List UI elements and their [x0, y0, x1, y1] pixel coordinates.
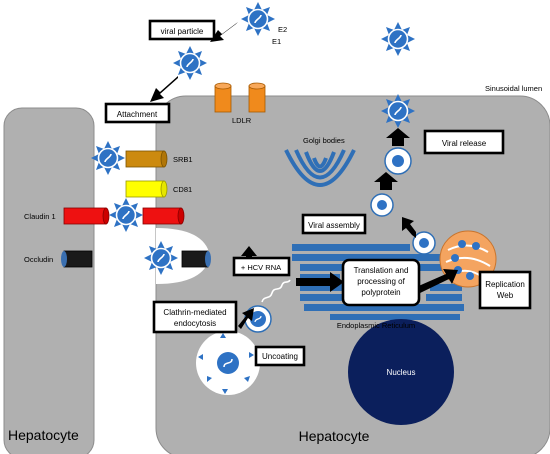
clathrin-label-line1: Clathrin-mediated: [163, 308, 226, 317]
viral-particle-icon: [380, 21, 416, 57]
translation-label-line1: Translation and: [354, 266, 409, 275]
vesicle-icon: [412, 231, 436, 255]
nucleus-label: Nucleus: [387, 368, 416, 377]
hepatocyte-right-label: Hepatocyte: [299, 428, 370, 444]
arrow-icon: [414, 269, 458, 294]
cd81-receptor: [125, 180, 168, 198]
occludin-label: Occludin: [24, 255, 53, 264]
arrow-icon: [238, 308, 254, 329]
ldlr-label: LDLR: [232, 116, 252, 125]
e2-label: E2: [278, 25, 287, 34]
vesicle-icon: [244, 305, 272, 333]
hcv-rna-label: + HCV RNA: [241, 263, 281, 272]
viral-assembly-label: Viral assembly: [308, 221, 360, 230]
replication-label-line1: Replication: [485, 280, 525, 289]
translation-label-line3: polyprotein: [361, 288, 400, 297]
translation-box: [341, 258, 421, 307]
er-label: Endoplasmic Reticulum: [337, 321, 415, 330]
arrow-icon: [210, 22, 238, 42]
viral-particle-box: [148, 19, 216, 41]
clathrin-box: [152, 300, 238, 334]
golgi-label: Golgi bodies: [303, 136, 345, 145]
viral-particle-label: viral particle: [161, 27, 204, 36]
viral-release-box: [423, 129, 505, 155]
viral-assembly-box: [301, 213, 367, 235]
sinusoidal-lumen-label: Sinusoidal lumen: [485, 84, 542, 93]
occludin-receptor-left: [61, 250, 93, 268]
uncoating-label: Uncoating: [262, 352, 298, 361]
claudin1-label: Claudin 1: [24, 212, 56, 221]
viral-particle-icon: [240, 1, 276, 37]
vesicle-icon: [384, 147, 412, 175]
arrow-icon: [386, 128, 410, 146]
arrow-icon: [402, 217, 416, 238]
srb1-receptor: [125, 150, 168, 168]
replication-label-line2: Web: [497, 291, 514, 300]
viral-release-label: Viral release: [442, 139, 487, 148]
viral-particle-icon: [380, 93, 416, 129]
hcv-rna-box: [232, 256, 291, 277]
viral-particle-icon: [172, 45, 208, 81]
hcv-rna-strand: [261, 279, 291, 303]
viral-particle-icon: [108, 197, 144, 233]
cd81-label: CD81: [173, 185, 192, 194]
translation-label-line2: processing of: [357, 277, 405, 286]
uncoating-vesicle: [196, 331, 260, 395]
claudin1-receptor-left: [63, 207, 110, 225]
occludin-receptor-right: [181, 250, 211, 268]
arrow-icon: [374, 172, 398, 190]
arrow-icon: [150, 76, 178, 102]
arrow-icon: [296, 272, 344, 292]
hepatocyte-left-label: Hepatocyte: [8, 427, 79, 443]
viral-particle-icon: [90, 140, 126, 176]
e1-label: E1: [272, 37, 281, 46]
srb1-label: SRB1: [173, 155, 193, 164]
vesicle-icon: [370, 193, 394, 217]
uncoating-box: [254, 345, 306, 367]
left-hepatocyte: [3, 107, 95, 454]
nucleus-icon: [348, 319, 454, 425]
golgi-icon: [284, 149, 356, 187]
attachment-label: Attachment: [117, 110, 158, 119]
attachment-box: [104, 102, 171, 124]
ldlr-receptor: [214, 82, 266, 113]
replication-box: [478, 270, 532, 310]
clathrin-label-line2: endocytosis: [174, 319, 216, 328]
claudin1-receptor-right: [142, 207, 185, 225]
viral-particle-icon: [143, 240, 179, 276]
